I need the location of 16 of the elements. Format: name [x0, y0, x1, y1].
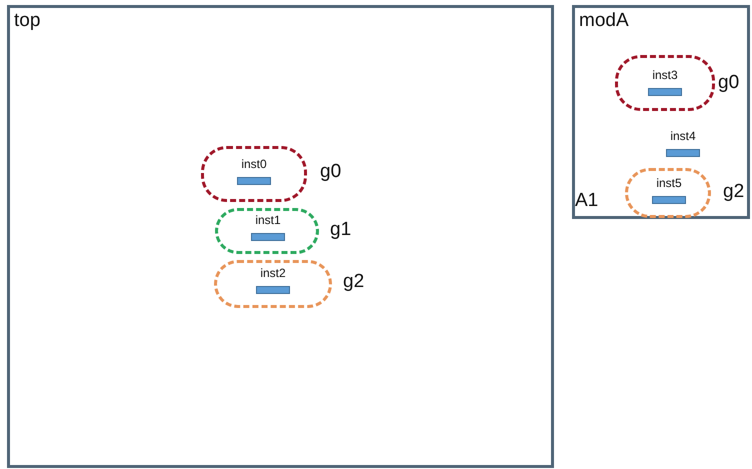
- module-frame: [7, 5, 554, 468]
- module-frame: [572, 5, 750, 219]
- instance-label: inst1: [254, 213, 282, 227]
- instance-name-label: A1: [575, 190, 598, 212]
- module-title: top: [14, 10, 40, 32]
- group-label: g2: [343, 271, 364, 293]
- group-label: g0: [320, 161, 342, 183]
- group-label: g0: [718, 72, 740, 94]
- instance-label: inst4: [669, 129, 697, 143]
- module-title: modA: [579, 10, 629, 32]
- group-label: g2: [723, 181, 744, 203]
- instance-label: inst5: [655, 176, 683, 190]
- instance-label: inst2: [259, 266, 287, 280]
- instance-label: inst3: [651, 68, 679, 82]
- group-label: g1: [330, 219, 352, 241]
- instance-label: inst0: [240, 157, 268, 171]
